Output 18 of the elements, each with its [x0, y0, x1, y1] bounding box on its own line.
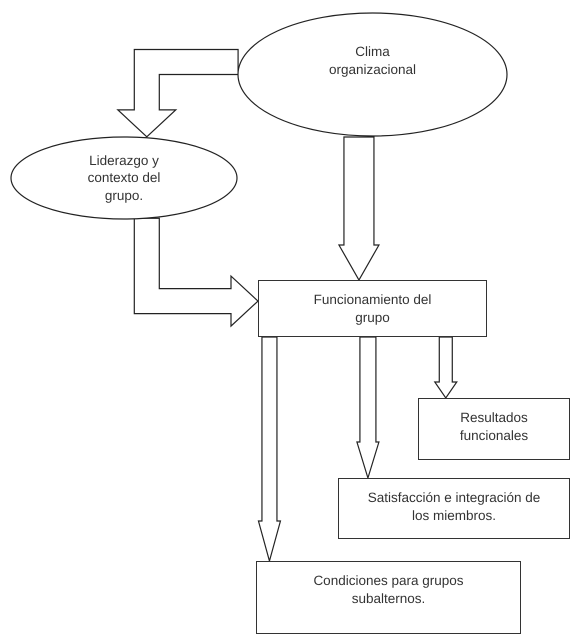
- node-label: Liderazgo y contexto del grupo.: [86, 152, 162, 204]
- process-box: [258, 280, 487, 337]
- block-arrow: [434, 336, 458, 400]
- node-label: Resultados funcionales: [458, 409, 530, 444]
- process-box: [256, 561, 521, 634]
- node-label: Condiciones para grupos subalternos.: [312, 572, 465, 608]
- node-label: Clima organizacional: [328, 42, 418, 78]
- block-arrow: [356, 336, 380, 480]
- process-box: [338, 478, 570, 539]
- node-label: Satisfacción e integración de los miembros.: [366, 489, 542, 524]
- block-arrow: [116, 48, 239, 138]
- ellipse-node: [237, 12, 508, 137]
- process-box: [418, 398, 570, 460]
- block-arrow: [134, 218, 259, 328]
- block-arrow: [338, 136, 380, 282]
- node-label: Funcionamiento del grupo: [312, 291, 432, 326]
- ellipse-node: [10, 136, 238, 220]
- block-arrow: [258, 336, 282, 564]
